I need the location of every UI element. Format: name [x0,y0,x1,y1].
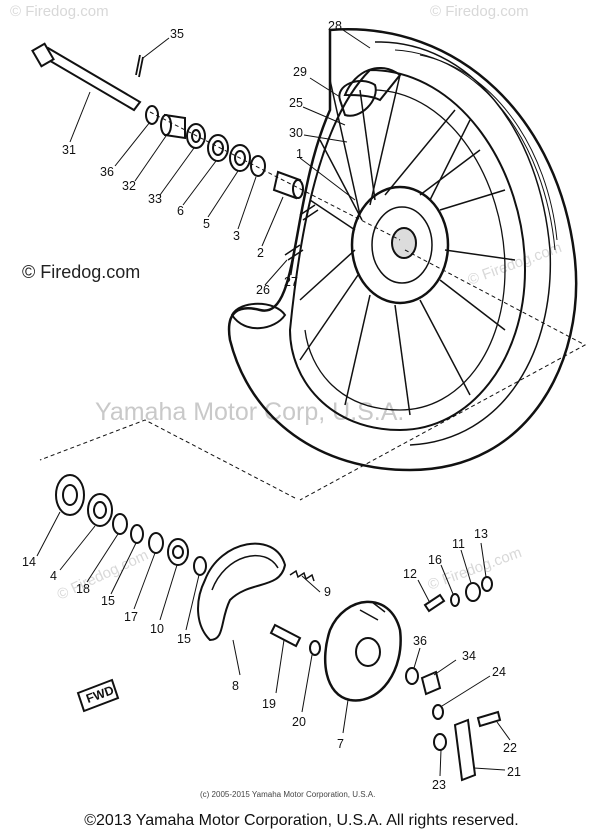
meter-gear-10 [167,538,189,566]
callout-labels: 35 28 29 25 30 1 31 36 32 33 6 5 3 2 26 … [22,19,521,792]
hub [350,185,450,305]
callout-11: 11 [452,537,465,551]
callout-23: 23 [432,778,446,792]
spokes [299,74,516,416]
brake-plate [323,600,402,702]
tread-line [394,49,556,251]
callout-10: 10 [150,622,164,636]
washer-36b [405,667,419,685]
callout-36: 36 [100,165,114,179]
bearing-a [207,134,229,162]
rim [288,68,527,432]
brake-shoes [197,542,287,642]
washer-20 [309,640,321,656]
hub-center [391,227,417,259]
bolt-12 [423,593,446,613]
callout-33: 33 [148,192,162,206]
guide-lines [39,111,587,501]
camshaft-lever [453,718,477,782]
callout-5: 5 [203,217,210,231]
callout-26: 26 [256,283,270,297]
nut-23 [433,733,447,751]
axle [38,46,142,112]
callout-3: 3 [233,229,240,243]
small-copyright: (c) 2005-2015 Yamaha Motor Corporation, … [200,790,376,799]
hub-inner [371,206,433,284]
callout-24: 24 [492,665,506,679]
callout-7: 7 [337,737,344,751]
tread-line [374,41,552,446]
callout-18: 18 [76,582,90,596]
inner-tube [230,302,287,330]
callout-2: 2 [257,246,264,260]
gear-17 [148,532,164,554]
callout-4: 4 [50,569,57,583]
callout-16: 16 [428,553,442,567]
callout-32: 32 [122,179,136,193]
callout-8: 8 [232,679,239,693]
firedog-mark: © Firedog.com [22,262,141,282]
callout-20: 20 [292,715,306,729]
bearing-4 [87,493,113,527]
callout-14: 14 [22,555,36,569]
washer-15a [130,524,144,544]
washer-15b [193,556,207,576]
rim-band-loop [338,80,377,117]
brake-parts [55,474,502,782]
washer-16 [450,593,460,607]
brake-cam [269,623,302,648]
callout-34: 34 [462,649,476,663]
callout-1: 1 [296,147,303,161]
cap-13 [481,576,493,592]
watermark-corner-top-left: © Firedog.com [10,3,109,20]
return-spring [289,569,315,582]
spoke-nipple [299,204,319,221]
callout-22: 22 [503,741,517,755]
cotter-pin [135,54,144,78]
callout-35: 35 [170,27,184,41]
callout-15-second: 15 [177,632,191,646]
footer-copyright: ©2013 Yamaha Motor Corporation, U.S.A. A… [84,812,519,829]
callout-19: 19 [262,697,276,711]
callout-9: 9 [324,585,331,599]
spacer-flange [250,155,266,177]
callout-6: 6 [177,204,184,218]
callout-13: 13 [474,527,488,541]
callout-25: 25 [289,96,303,110]
axle-parts [31,42,319,261]
callout-31: 31 [62,143,76,157]
tread-line [419,54,558,241]
bolt-22 [476,710,502,728]
callout-36-lower: 36 [413,634,427,648]
callout-27: 27 [284,275,298,289]
wheel-assembly [227,28,578,472]
callout-28: 28 [328,19,342,33]
fwd-arrow [76,678,120,713]
rim-band [343,66,402,102]
callout-15: 15 [101,594,115,608]
rim-inner [304,89,506,411]
nut-11 [465,582,481,602]
tire [227,28,578,472]
spoke-nipple [284,244,304,261]
callout-30: 30 [289,126,303,140]
washer [145,105,159,125]
watermark-corner-top-right: © Firedog.com [430,3,529,20]
oil-seal-14 [55,474,85,516]
nut-34 [420,670,442,696]
circlip-18 [112,513,128,535]
callout-21: 21 [507,765,521,779]
callout-12: 12 [403,567,417,581]
washer-24 [432,704,444,720]
callout-29: 29 [293,65,307,79]
callout-17: 17 [124,610,138,624]
leader-lines [36,29,511,777]
axle-head [31,42,55,68]
